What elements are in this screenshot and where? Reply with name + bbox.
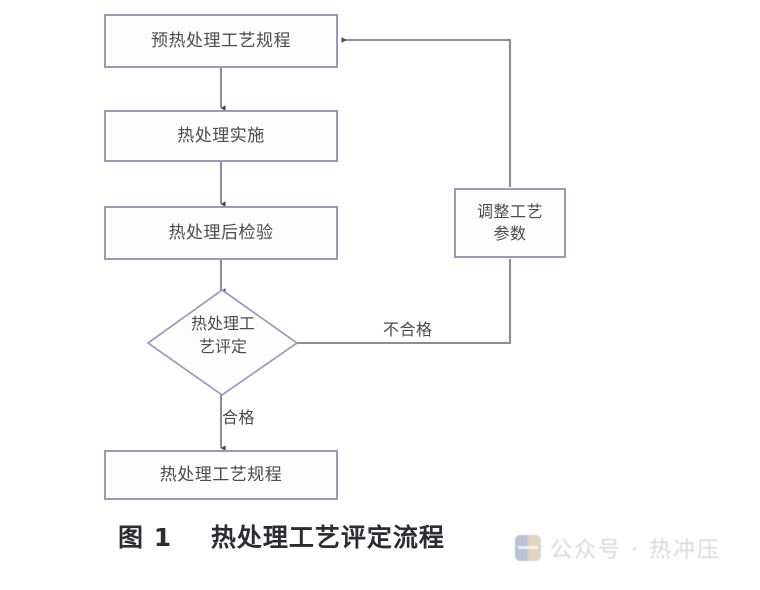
wechat-official-account-logo-icon [515,535,541,561]
figure-caption: 图 1 热处理工艺评定流程 [118,523,445,552]
node-adjust-process-parameters[interactable]: 调整工艺 参数 [454,188,566,258]
node-label: 热处理后检验 [168,222,274,243]
node-label: 热处理实施 [177,125,265,146]
edge-label-qualified: 合格 [222,408,256,427]
node-heat-treatment-process-spec[interactable]: 热处理工艺规程 [104,450,338,500]
edge-label-unqualified: 不合格 [383,320,433,339]
connector-adjust-to-prespec [341,37,512,187]
connector-decision-fail-to-adjust [297,259,512,345]
node-post-heat-treatment-inspection[interactable]: 热处理后检验 [104,206,338,260]
node-pre-heat-treatment-spec[interactable]: 预热处理工艺规程 [104,14,338,68]
node-heat-treatment-implementation[interactable]: 热处理实施 [104,110,338,162]
node-label: 热处理工艺规程 [159,464,283,485]
node-label: 预热处理工艺规程 [151,30,291,51]
watermark-text: 公众号 · 热冲压 [550,538,721,563]
node-label: 调整工艺 参数 [476,202,543,243]
watermark: 公众号 · 热冲压 [515,532,721,564]
decision-diamond-shape [146,288,299,397]
